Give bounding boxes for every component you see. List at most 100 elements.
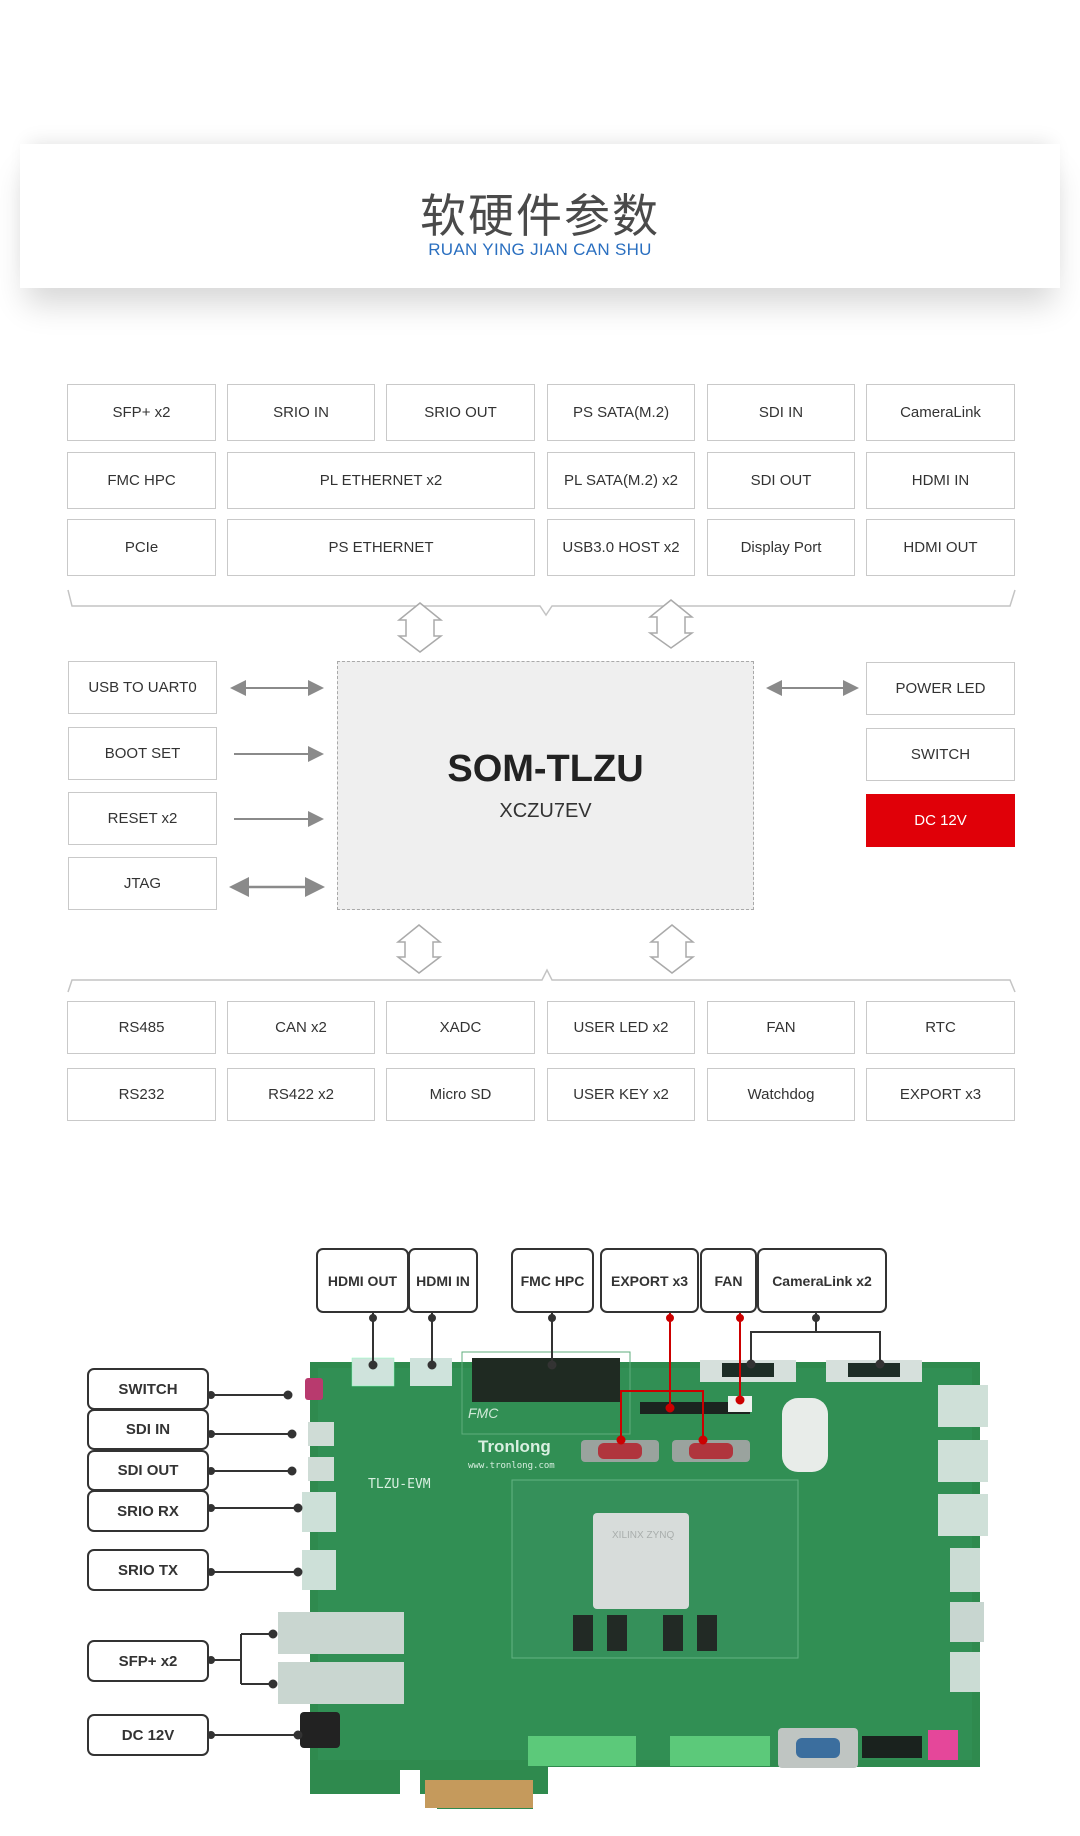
ethernet-port xyxy=(938,1440,988,1482)
ethernet-port xyxy=(938,1385,988,1427)
spec-box-rtc: RTC xyxy=(866,1001,1015,1054)
board-label-srio-tx: SRIO TX xyxy=(87,1549,209,1591)
hdmi-in-port xyxy=(410,1358,452,1386)
spec-box-pcie: PCIe xyxy=(67,519,216,576)
spec-box-sfp: SFP+ x2 xyxy=(67,384,216,441)
memory-chip xyxy=(573,1615,593,1651)
terminal-block xyxy=(528,1736,582,1766)
spec-box-watchdog: Watchdog xyxy=(707,1068,855,1121)
spec-box-micro-sd: Micro SD xyxy=(386,1068,535,1121)
spec-box-switch: SWITCH xyxy=(866,728,1015,781)
spec-box-usb3: USB3.0 HOST x2 xyxy=(547,519,695,576)
spec-box-fan: FAN xyxy=(707,1001,855,1054)
spec-box-dc-12v: DC 12V xyxy=(866,794,1015,847)
spec-box-sdi-out: SDI OUT xyxy=(707,452,855,509)
memory-chip xyxy=(607,1615,627,1651)
srio-rx-port xyxy=(302,1492,336,1532)
board-pcb xyxy=(310,1362,980,1809)
spec-box-hdmi-in: HDMI IN xyxy=(866,452,1015,509)
spec-box-user-led: USER LED x2 xyxy=(547,1001,695,1054)
spec-box-can: CAN x2 xyxy=(227,1001,375,1054)
spec-box-boot-set: BOOT SET xyxy=(68,727,217,780)
srio-tx-port xyxy=(302,1550,336,1590)
top-bracket xyxy=(67,589,1016,617)
rtc-battery-holder xyxy=(782,1398,828,1472)
double-arrow-icon xyxy=(648,924,696,974)
export-db-connector xyxy=(672,1440,750,1462)
spec-box-rs485: RS485 xyxy=(67,1001,216,1054)
cameralink-connector xyxy=(700,1360,796,1382)
spec-box-user-key: USER KEY x2 xyxy=(547,1068,695,1121)
terminal-block xyxy=(582,1736,636,1766)
board-label-hdmi-out: HDMI OUT xyxy=(316,1248,409,1313)
chip-label: XILINX ZYNQ xyxy=(612,1530,674,1541)
sfp-cage xyxy=(278,1662,404,1704)
spec-box-jtag: JTAG xyxy=(68,857,217,910)
callout-line xyxy=(211,1633,273,1685)
spec-box-sdi-in: SDI IN xyxy=(707,384,855,441)
double-arrow-icon xyxy=(395,924,443,974)
board-label-sdi-in: SDI IN xyxy=(87,1409,209,1450)
board-label-srio-rx: SRIO RX xyxy=(87,1490,209,1532)
sdi-in-port xyxy=(308,1422,334,1446)
spec-box-ps-ethernet: PS ETHERNET xyxy=(227,519,535,576)
fmc-connector xyxy=(472,1358,620,1402)
som-core-block: SOM-TLZU XCZU7EV xyxy=(337,661,754,910)
spec-box-pl-ethernet: PL ETHERNET x2 xyxy=(227,452,535,509)
jtag-header xyxy=(862,1736,922,1758)
spec-box-srio-in: SRIO IN xyxy=(227,384,375,441)
export-header xyxy=(640,1402,750,1414)
brand-label: Tronlong xyxy=(478,1437,551,1456)
brand-url: www.tronlong.com xyxy=(468,1461,555,1471)
display-port-connector xyxy=(950,1548,980,1592)
ethernet-port xyxy=(938,1494,988,1536)
board-label-sfp: SFP+ x2 xyxy=(87,1640,209,1682)
usb-port xyxy=(950,1602,984,1642)
memory-chip xyxy=(663,1615,683,1651)
micro-sd-slot xyxy=(950,1652,980,1692)
sdi-out-port xyxy=(308,1457,334,1481)
dip-switch xyxy=(928,1730,958,1760)
bottom-bracket xyxy=(67,968,1016,993)
board-label-hdmi-in: HDMI IN xyxy=(408,1248,478,1313)
header-band xyxy=(20,144,1060,288)
spec-box-power-led: POWER LED xyxy=(866,662,1015,715)
spec-box-pl-sata: PL SATA(M.2) x2 xyxy=(547,452,695,509)
spec-box-srio-out: SRIO OUT xyxy=(386,384,535,441)
fan-connector xyxy=(728,1396,752,1412)
board-label-dc-12v: DC 12V xyxy=(87,1714,209,1756)
board-label-fmc-hpc: FMC HPC xyxy=(511,1248,594,1313)
board-label-switch: SWITCH xyxy=(87,1368,209,1410)
som-module xyxy=(511,1479,799,1659)
spec-box-hdmi-out: HDMI OUT xyxy=(866,519,1015,576)
som-subtitle: XCZU7EV xyxy=(499,800,592,822)
block-diagram-connectors xyxy=(67,589,1016,993)
fmc-logo: FMC xyxy=(468,1405,499,1421)
page-subtitle: RUAN YING JIAN CAN SHU xyxy=(428,240,652,259)
spec-box-rs422: RS422 x2 xyxy=(227,1068,375,1121)
switch-component xyxy=(305,1378,323,1400)
double-arrow-icon xyxy=(647,599,695,649)
spec-box-cameralink: CameraLink xyxy=(866,384,1015,441)
board-label-fan: FAN xyxy=(700,1248,757,1313)
memory-chip xyxy=(697,1615,717,1651)
cameralink-connector xyxy=(826,1360,922,1382)
terminal-block xyxy=(670,1736,770,1766)
spec-box-usb-uart: USB TO UART0 xyxy=(68,661,217,714)
board-label-cameralink: CameraLink x2 xyxy=(757,1248,887,1313)
spec-box-export: EXPORT x3 xyxy=(866,1068,1015,1121)
dc-jack xyxy=(300,1712,340,1748)
board-label-export: EXPORT x3 xyxy=(600,1248,699,1313)
spec-box-xadc: XADC xyxy=(386,1001,535,1054)
callout-line-red xyxy=(620,1390,704,1440)
board-name: TLZU-EVM xyxy=(368,1477,431,1492)
spec-box-ps-sata: PS SATA(M.2) xyxy=(547,384,695,441)
export-db-connector xyxy=(581,1440,659,1462)
spec-box-fmc-hpc: FMC HPC xyxy=(67,452,216,509)
rs232-db9 xyxy=(778,1728,858,1768)
callout-line xyxy=(750,1331,881,1364)
page-title: 软硬件参数 xyxy=(420,189,660,243)
som-title: SOM-TLZU xyxy=(447,748,644,790)
spec-box-display-port: Display Port xyxy=(707,519,855,576)
spec-box-reset: RESET x2 xyxy=(68,792,217,845)
